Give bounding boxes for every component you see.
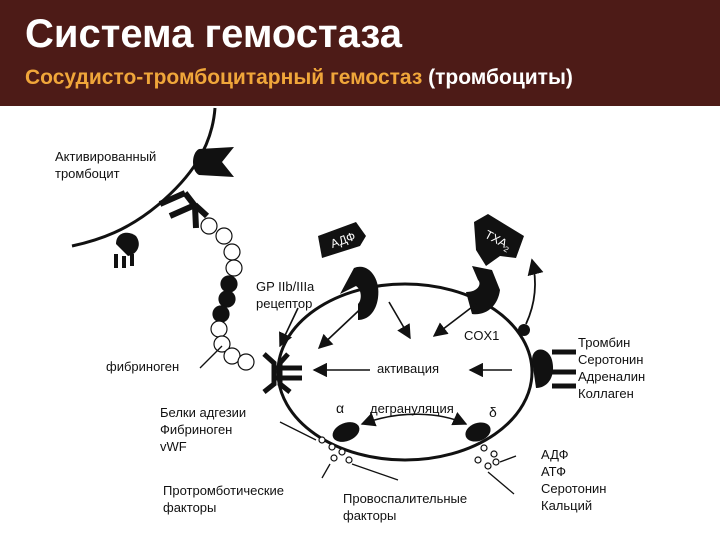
degranulation-arrow [360, 412, 468, 427]
gp-receptor-line-1: GP IIb/IIIa [256, 279, 315, 294]
adp-tag [318, 222, 366, 258]
prothrombotic-line-2: факторы [163, 500, 217, 515]
proinflammatory-line-1: Провоспалительные [343, 491, 468, 506]
activated-platelet-line-1: Активированный [55, 149, 157, 164]
cox1-label: COX1 [464, 328, 500, 343]
agonist-thrombin: Тромбин [578, 335, 631, 350]
gp-iib-iiia-receptor [262, 352, 302, 394]
delta-granule-label: δ [489, 404, 497, 420]
content-serotonin: Серотонин [541, 481, 607, 496]
fibrinogen-label: фибриноген [106, 359, 180, 374]
adp-arrow-to-receptor [317, 299, 371, 349]
alpha-released-factors [318, 436, 353, 464]
activated-platelet-line-2: тромбоцит [55, 166, 120, 181]
delta-granule [465, 422, 491, 442]
activation-label: активация [377, 361, 440, 376]
proinflammatory-line-2: факторы [343, 508, 397, 523]
adhesion-line-2: Фибриноген [160, 422, 233, 437]
fibrinogen-chain [200, 217, 255, 371]
subtitle-main: Сосудисто-тромбоцитарный гемостаз [25, 66, 423, 89]
dense-granule-contents-label: АДФ АТФ Серотонин Кальций [541, 446, 606, 514]
agonist-receptor [532, 349, 576, 389]
receptor-pointer [279, 307, 299, 348]
gp-receptor-line-2: рецептор [256, 296, 313, 311]
label-pointers [199, 345, 517, 495]
adp-arrow-to-activation [388, 301, 411, 340]
platelet-receptor-bottom [114, 232, 139, 268]
activated-platelet-label: Активированный тромбоцит [55, 148, 156, 182]
txa2-tag [474, 214, 524, 266]
gp-receptor-label: GP IIb/IIIa рецептор [256, 278, 314, 312]
content-atp: АТФ [541, 464, 567, 479]
txa2-receptor [466, 266, 500, 315]
alpha-granule [332, 422, 360, 442]
activated-platelet-membrane [71, 107, 217, 248]
delta-released-factors [474, 444, 500, 470]
content-adp: АДФ [541, 447, 569, 462]
proinflammatory-label: Провоспалительные факторы [343, 490, 467, 524]
txa2-arrow-to-activation [432, 303, 477, 337]
adhesion-proteins-label: Белки адгезии Фибриноген vWF [160, 404, 246, 455]
agonist-adrenaline: Адреналин [578, 369, 646, 384]
prothrombotic-label: Протромботические факторы [163, 482, 284, 516]
content-calcium: Кальций [541, 498, 593, 513]
cox1-to-txa2-arrow [525, 258, 544, 325]
subtitle-note: (тромбоциты) [428, 66, 573, 89]
agonists-label: Тромбин Серотонин Адреналин Коллаген [578, 334, 645, 402]
cox1-dot [518, 324, 530, 336]
platelet-gp-receptor [158, 190, 210, 229]
adhesion-line-3: vWF [160, 439, 187, 454]
title-banner: Система гемостаза Сосудисто-тромбоцитарн… [0, 0, 720, 106]
slide-title: Система гемостаза [25, 12, 402, 56]
agonist-serotonin: Серотонин [578, 352, 644, 367]
adp-receptor [340, 266, 379, 320]
slide-subtitle: Сосудисто-тромбоцитарный гемостаз (тромб… [25, 66, 573, 90]
degranulation-label: дегрануляция [370, 401, 454, 416]
prothrombotic-line-1: Протромботические [163, 483, 285, 498]
alpha-granule-label: α [336, 400, 345, 416]
txa2-subscript: 2 [502, 244, 511, 254]
internal-arrows [279, 299, 512, 427]
agonist-collagen: Коллаген [578, 386, 634, 401]
platelet-receptor-top [193, 147, 234, 177]
adhesion-line-1: Белки адгезии [160, 405, 247, 420]
